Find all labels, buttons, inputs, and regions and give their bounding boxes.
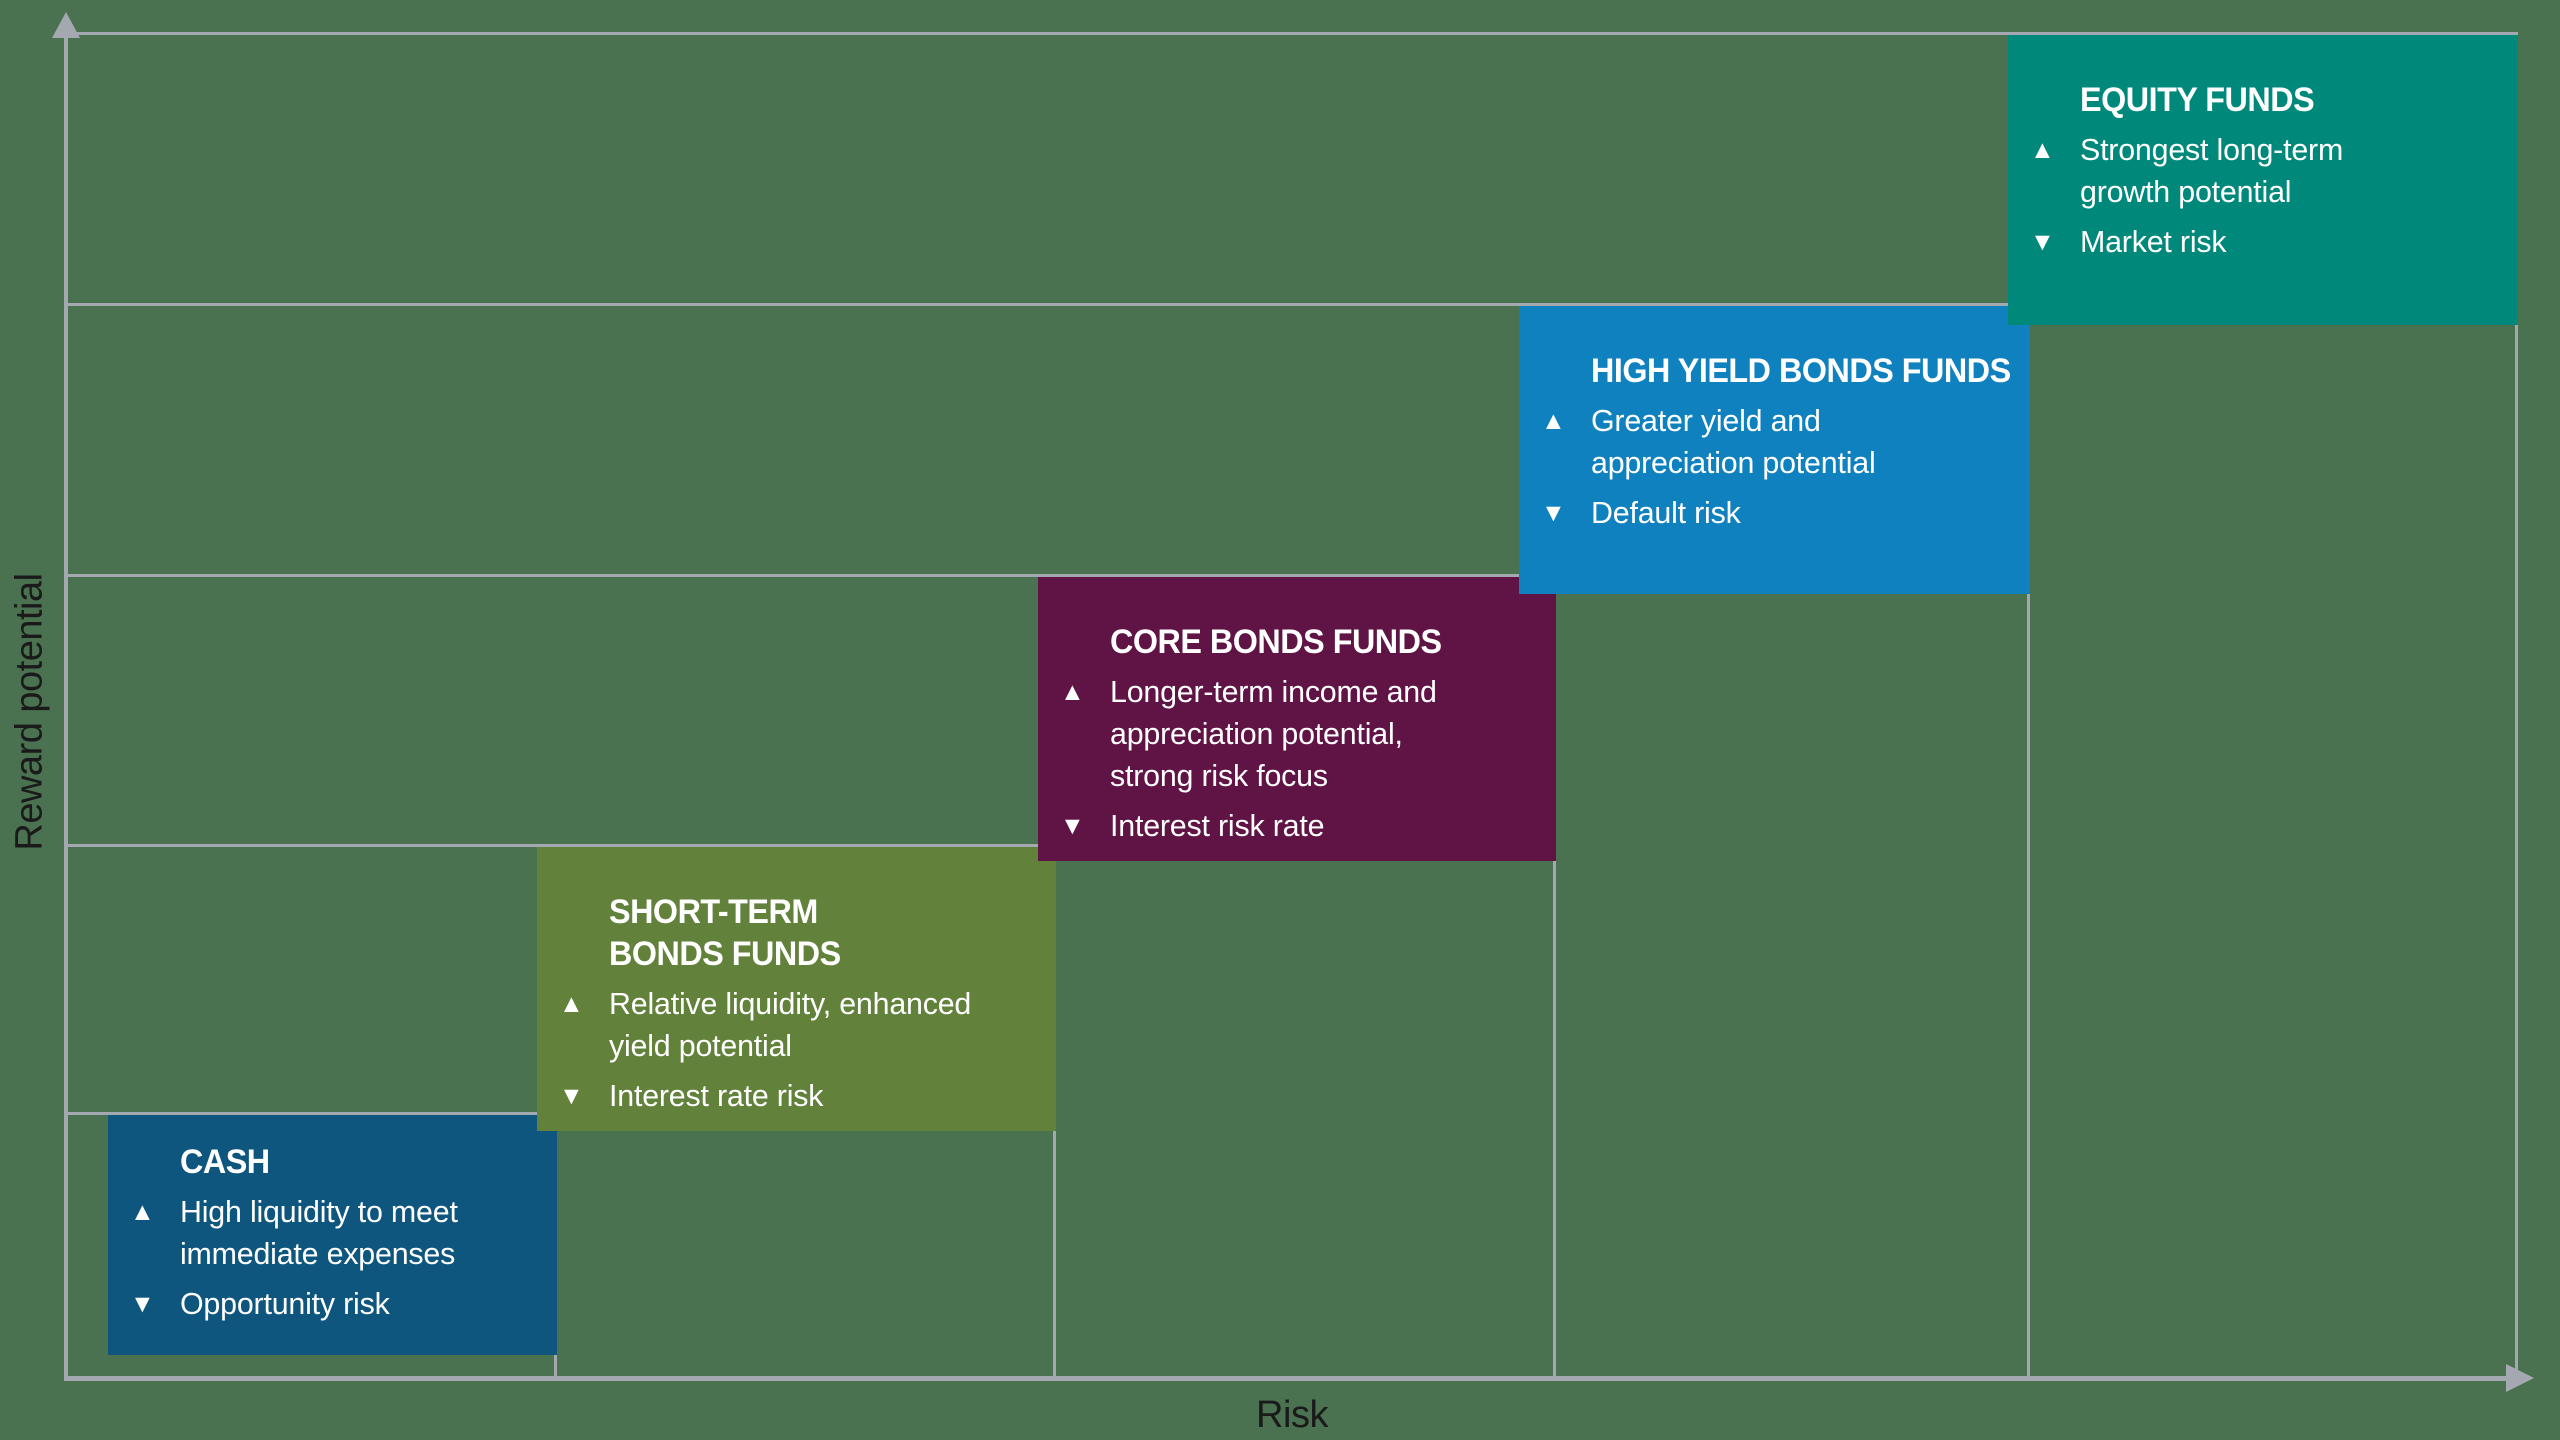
con-text: Interest rate risk (609, 1078, 824, 1113)
fund-title: HIGH YIELD BONDS FUNDS (1591, 352, 2011, 390)
fund-title: CORE BONDS FUNDS (1110, 623, 1442, 661)
fund-box-high-yield-bonds: HIGH YIELD BONDS FUNDS ▲ Greater yield a… (1519, 304, 2030, 594)
fund-box-cash: CASH ▲ High liquidity to meet immediate … (108, 1113, 557, 1355)
con-text: Default risk (1591, 495, 1741, 530)
gridline-h-equity (66, 32, 2518, 35)
fund-title: CASH (180, 1143, 270, 1181)
y-axis-label: Reward potential (8, 573, 51, 851)
gridline-h-high-yield (66, 303, 2008, 306)
down-triangle-icon: ▼ (1060, 812, 1085, 840)
up-triangle-icon: ▲ (130, 1198, 155, 1226)
pro-item: ▲ Greater yield and appreciation potenti… (1541, 400, 2016, 484)
fund-box-core-bonds: CORE BONDS FUNDS ▲ Longer-term income an… (1038, 575, 1556, 861)
con-item: ▼ Interest risk rate (1060, 805, 1542, 847)
gridline-h-short-term (66, 844, 1038, 847)
x-axis-label: Risk (1256, 1394, 1328, 1436)
pro-text: Greater yield and appreciation potential (1591, 403, 1876, 480)
pro-item: ▲ Longer-term income and appreciation po… (1060, 671, 1542, 797)
con-text: Opportunity risk (180, 1286, 390, 1321)
con-item: ▼ Interest rate risk (559, 1075, 1042, 1117)
pro-text: Strongest long-term growth potential (2080, 132, 2344, 209)
pro-item: ▲ High liquidity to meet immediate expen… (130, 1191, 543, 1275)
down-triangle-icon: ▼ (559, 1082, 584, 1110)
con-item: ▼ Market risk (2030, 221, 2504, 263)
gridline-v-high-yield (2027, 304, 2030, 1378)
pro-text: Relative liquidity, enhanced yield poten… (609, 986, 972, 1063)
up-triangle-icon: ▲ (1541, 407, 1566, 435)
y-axis-arrow-icon (52, 12, 80, 38)
down-triangle-icon: ▼ (130, 1290, 155, 1318)
up-triangle-icon: ▲ (1060, 678, 1085, 706)
gridline-h-cash (66, 1112, 537, 1115)
gridline-v-core (1553, 575, 1556, 1378)
x-axis-line (64, 1376, 2512, 1381)
up-triangle-icon: ▲ (559, 990, 584, 1018)
pro-item: ▲ Relative liquidity, enhanced yield pot… (559, 983, 1042, 1067)
up-triangle-icon: ▲ (2030, 136, 2055, 164)
y-axis-line (64, 26, 68, 1380)
down-triangle-icon: ▼ (1541, 499, 1566, 527)
con-text: Market risk (2080, 224, 2227, 259)
fund-title: SHORT-TERM BONDS FUNDS (609, 893, 841, 973)
gridline-h-core (66, 574, 1519, 577)
pro-item: ▲ Strongest long-term growth potential (2030, 129, 2504, 213)
con-item: ▼ Opportunity risk (130, 1283, 543, 1325)
down-triangle-icon: ▼ (2030, 228, 2055, 256)
fund-box-short-term-bonds: SHORT-TERM BONDS FUNDS ▲ Relative liquid… (537, 845, 1056, 1131)
fund-title: EQUITY FUNDS (2080, 81, 2315, 119)
con-item: ▼ Default risk (1541, 492, 2016, 534)
x-axis-arrow-icon (2506, 1364, 2534, 1392)
fund-box-equity: EQUITY FUNDS ▲ Strongest long-term growt… (2008, 33, 2518, 325)
gridline-v-equity (2515, 33, 2518, 1378)
con-text: Interest risk rate (1110, 808, 1325, 843)
pro-text: High liquidity to meet immediate expense… (180, 1194, 458, 1271)
pro-text: Longer-term income and appreciation pote… (1110, 674, 1437, 793)
